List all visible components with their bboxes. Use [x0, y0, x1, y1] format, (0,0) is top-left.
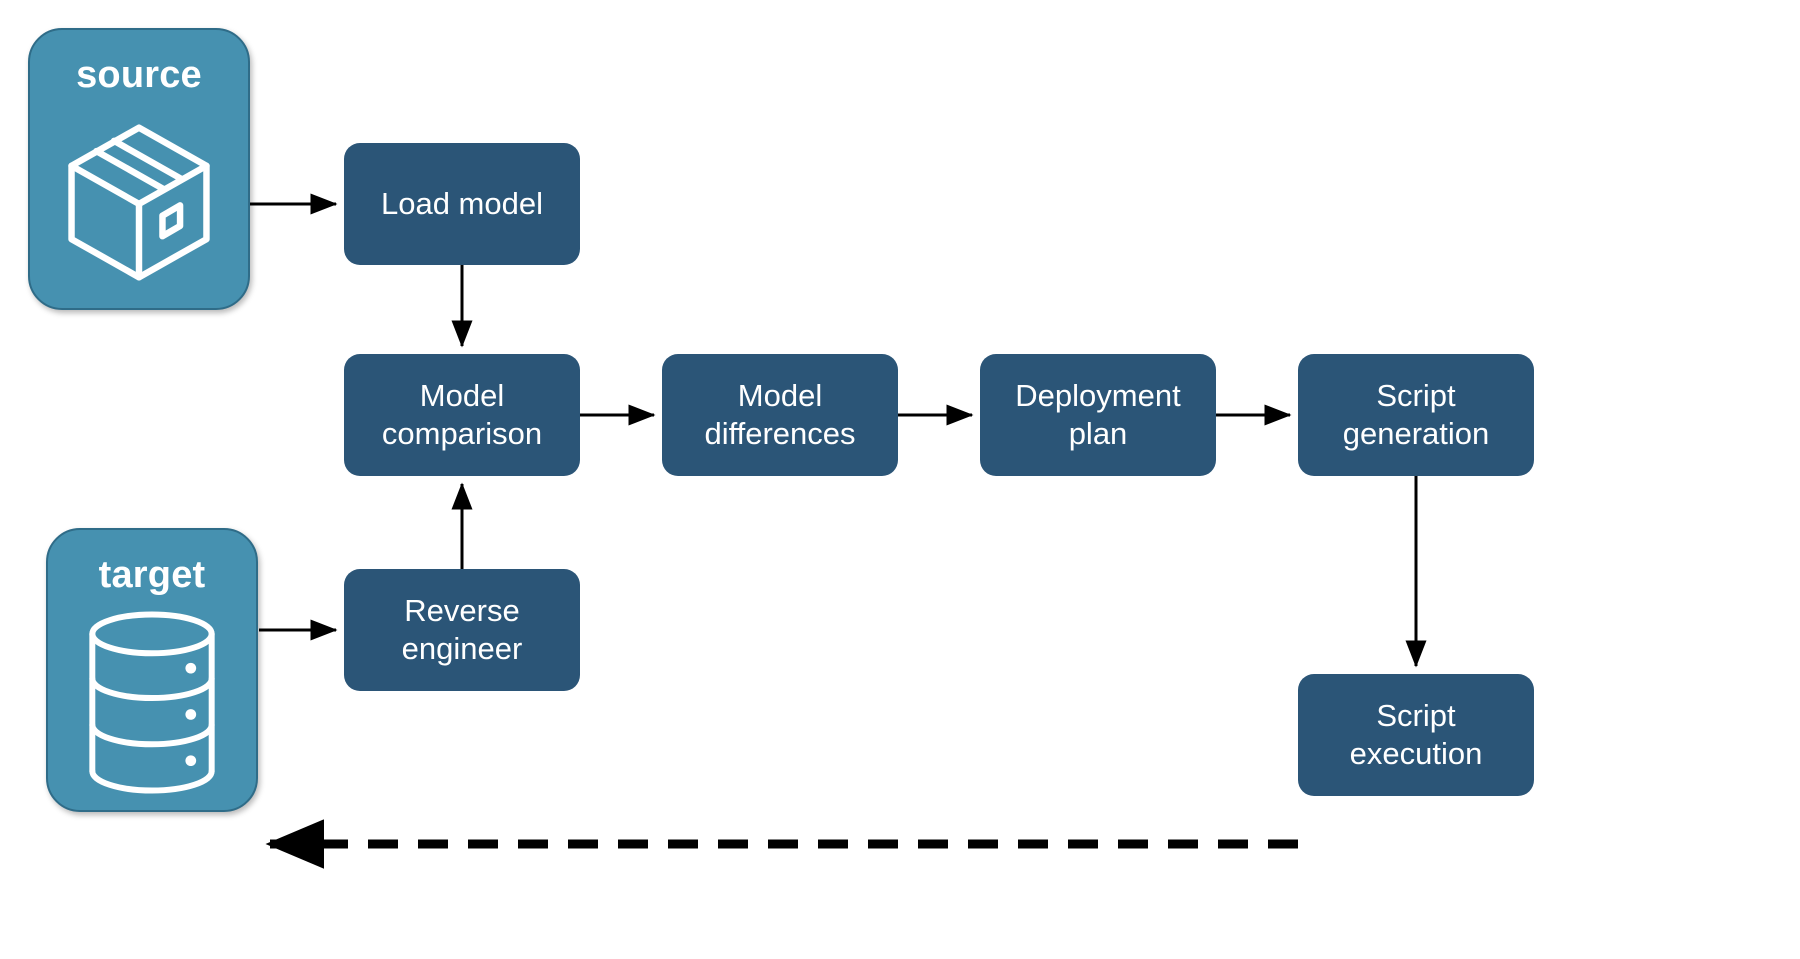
database-cylinder-icon	[48, 594, 256, 810]
process-label-reverse-engineer: Reverse engineer	[401, 593, 523, 666]
process-label-load-model: Load model	[380, 186, 543, 222]
process-node-model-comparison[interactable]: Model comparison	[344, 354, 580, 476]
process-node-model-differences[interactable]: Model differences	[662, 354, 898, 476]
box-package-icon	[30, 94, 248, 308]
process-label-model-comparison: Model comparison	[381, 378, 543, 451]
process-label-script-generation: Script generation	[1342, 378, 1490, 451]
endpoint-label-source: source	[76, 54, 202, 96]
process-label-script-execution: Script execution	[1349, 698, 1483, 771]
process-node-script-execution[interactable]: Script execution	[1298, 674, 1534, 796]
endpoint-card-source[interactable]: source	[28, 28, 250, 310]
process-label-deployment-plan: Deployment plan	[1015, 378, 1181, 451]
process-node-script-generation[interactable]: Script generation	[1298, 354, 1534, 476]
process-node-load-model[interactable]: Load model	[344, 143, 580, 265]
endpoint-label-target: target	[98, 554, 206, 596]
process-node-deployment-plan[interactable]: Deployment plan	[980, 354, 1216, 476]
process-node-reverse-engineer[interactable]: Reverse engineer	[344, 569, 580, 691]
endpoint-card-target[interactable]: target	[46, 528, 258, 812]
process-label-model-differences: Model differences	[704, 378, 856, 451]
